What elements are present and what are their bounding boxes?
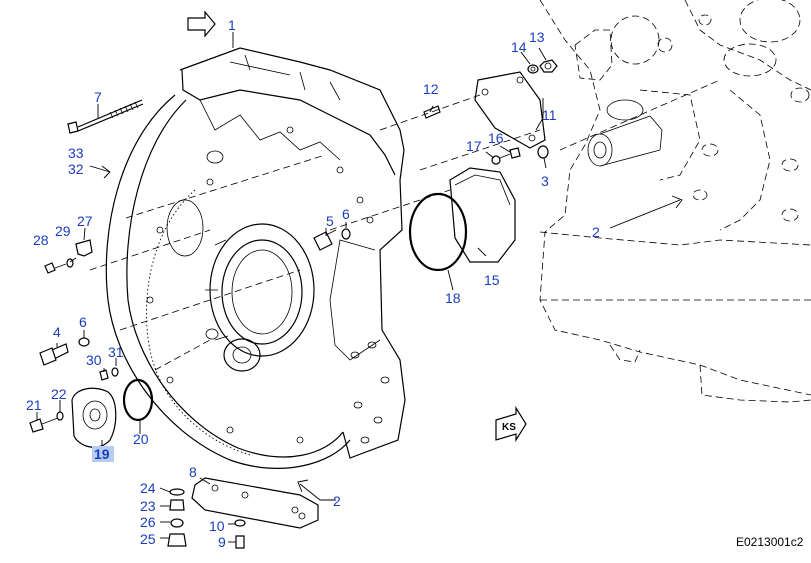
leader-lines bbox=[36, 10, 683, 543]
callout-14: 14 bbox=[511, 39, 527, 55]
drain-plug-stack bbox=[167, 488, 187, 547]
callout-5: 5 bbox=[326, 213, 334, 229]
highlight-box-19 bbox=[92, 446, 114, 462]
callout-10: 10 bbox=[209, 518, 225, 534]
callout-1: 1 bbox=[228, 17, 236, 33]
callout-25: 25 bbox=[140, 531, 156, 547]
callout-20: 20 bbox=[133, 431, 149, 447]
callout-19: 19 bbox=[94, 446, 110, 462]
bolt-and-washer-5-6 bbox=[313, 228, 351, 251]
bolt-and-washer-4-6 bbox=[39, 337, 90, 366]
callout-3: 3 bbox=[541, 173, 549, 189]
cover-plate bbox=[474, 71, 546, 149]
stud bbox=[423, 105, 441, 119]
callout-31: 31 bbox=[108, 344, 124, 360]
callout-8: 8 bbox=[189, 464, 197, 480]
callout-30: 30 bbox=[86, 352, 102, 368]
flywheel-housing bbox=[105, 47, 406, 469]
small-o-ring bbox=[537, 145, 549, 159]
figure-code: E0213001c2 bbox=[736, 535, 804, 549]
callout-15: 15 bbox=[484, 272, 500, 288]
callout-13: 13 bbox=[529, 29, 545, 45]
engine-block-outline bbox=[539, 0, 811, 403]
callout-32: 32 bbox=[68, 161, 84, 177]
nut-and-washer bbox=[527, 59, 558, 74]
callout-22: 22 bbox=[51, 386, 67, 402]
seal-cover bbox=[449, 167, 516, 263]
callout-27: 27 bbox=[77, 213, 93, 229]
callout-24: 24 bbox=[140, 480, 156, 496]
sensor-assembly bbox=[44, 239, 93, 274]
callout-33: 33 bbox=[68, 145, 84, 161]
callout-7: 7 bbox=[94, 89, 102, 105]
callout-26: 26 bbox=[140, 514, 156, 530]
ks-direction-badge: KS bbox=[495, 405, 527, 443]
callout-12: 12 bbox=[423, 81, 439, 97]
callout-2: 2 bbox=[592, 224, 600, 240]
callout-6: 6 bbox=[79, 314, 87, 330]
inspection-cover bbox=[29, 387, 117, 448]
callout-18: 18 bbox=[445, 290, 461, 306]
plug-and-seal bbox=[99, 367, 119, 381]
callout-29: 29 bbox=[55, 223, 71, 239]
large-o-ring bbox=[408, 192, 468, 272]
assembly-guide-lines bbox=[89, 79, 721, 371]
callout-9: 9 bbox=[218, 534, 226, 550]
callout-labels: 1 2 2 3 4 5 6 6 7 8 9 10 11 12 13 14 15 … bbox=[26, 17, 600, 550]
callout-17: 17 bbox=[466, 138, 482, 154]
cover-o-ring bbox=[122, 378, 154, 422]
callout-16: 16 bbox=[488, 130, 504, 146]
bolt-and-washer-9-10 bbox=[234, 519, 246, 549]
callout-4: 4 bbox=[53, 324, 61, 340]
callout-23: 23 bbox=[140, 498, 156, 514]
long-bolt bbox=[67, 99, 144, 134]
callout-11: 11 bbox=[542, 107, 557, 123]
callout-28: 28 bbox=[33, 232, 49, 248]
svg-text:KS: KS bbox=[502, 422, 516, 433]
callout-6: 6 bbox=[342, 206, 350, 222]
callout-2: 2 bbox=[333, 493, 341, 509]
callout-21: 21 bbox=[26, 397, 42, 413]
bottom-plate bbox=[191, 477, 319, 529]
bolt-and-washer-16-17 bbox=[491, 147, 521, 165]
